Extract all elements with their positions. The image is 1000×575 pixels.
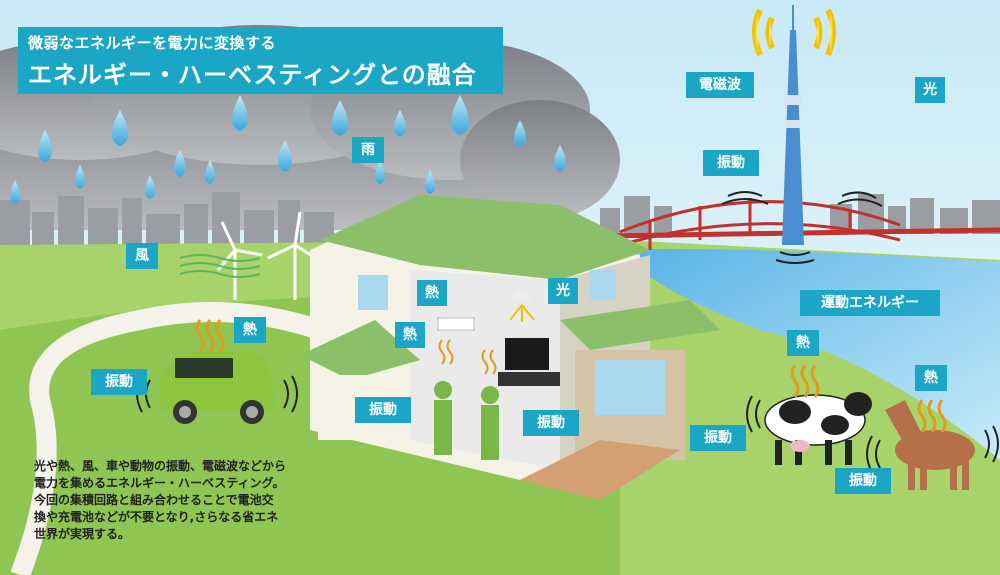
label-heat-horse: 熱 [915,365,947,391]
label-rain: 雨 [352,137,384,163]
label-vibration-car: 振動 [91,369,147,395]
description-line: 世界が実現する。 [34,527,131,541]
label-vibration-horse: 振動 [835,468,891,494]
heat-waves-house [438,339,497,375]
heat-waves-car [195,319,225,353]
label-vibration-house-left: 振動 [355,397,411,423]
tv-tower [782,5,804,245]
label-electromagnetic: 電磁波 [686,72,754,98]
rain-drops [10,60,566,204]
label-kinetic-energy: 運動エネルギー [800,290,940,316]
label-vibration-cow: 振動 [690,425,746,451]
label-heat-house-top: 熱 [417,280,447,306]
label-heat-cow: 熱 [787,330,819,356]
label-heat-car: 熱 [234,317,266,343]
description-line: 換や充電池などが不要となり,さらなる省エネ [34,510,279,524]
vibration-marks-cow [746,395,761,433]
description-line: 光や熱、風、車や動物の振動、電磁波などから [34,459,287,473]
title-subtitle: 微弱なエネルギーを電力に変換する [28,34,277,52]
label-vibration-house-right: 振動 [523,410,579,436]
horse [885,400,975,490]
label-light-sky: 光 [915,77,945,103]
title-banner [18,27,503,94]
car [160,350,275,424]
heat-waves-horse [917,399,947,433]
description-line: 電力を集めるエネルギー・ハーベスティング。 [34,476,285,490]
vibration-marks-bridge [721,191,883,264]
label-vibration-tower: 振動 [703,150,759,176]
electromagnetic-waves [752,8,836,57]
people [434,381,499,460]
title-main: エネルギー・ハーベスティングとの融合 [28,61,477,89]
label-wind: 風 [126,243,158,269]
label-light-house: 光 [548,278,578,304]
heat-waves-cow [790,364,820,398]
light-rays-house [509,304,535,322]
description-line: 今回の集積回路と組み合わせることで電池交 [34,493,274,507]
road [10,302,324,575]
label-heat-house-mid: 熱 [395,322,425,348]
description: 光や熱、風、車や動物の振動、電磁波などから 電力を集めるエネルギー・ハーベスティ… [34,458,334,543]
wind-lines [179,254,261,278]
